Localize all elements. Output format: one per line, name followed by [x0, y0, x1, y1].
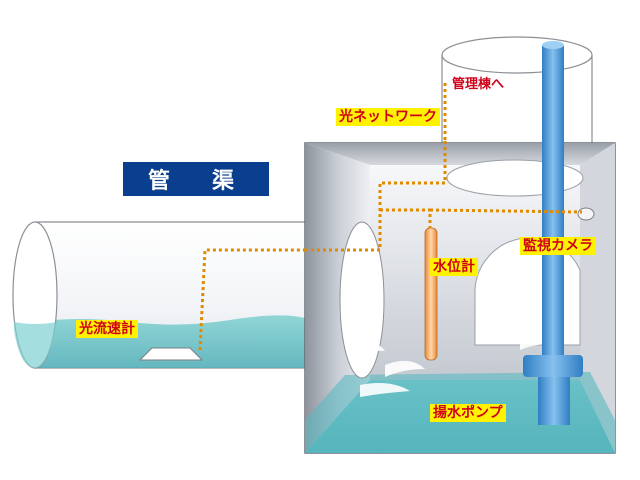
label-water-level-gauge: 水位計: [430, 258, 478, 276]
label-monitoring-camera: 監視カメラ: [520, 237, 596, 255]
sewer-pipe: [12, 221, 305, 369]
label-optical-network: 光ネットワーク: [336, 108, 440, 126]
optical-cable: [198, 80, 583, 351]
pump: [523, 41, 583, 425]
water-level-gauge-rod: [424, 227, 438, 361]
label-to-admin: 管理棟へ: [452, 77, 505, 92]
page-title: 管 渠: [123, 162, 269, 196]
label-pump: 揚水ポンプ: [430, 404, 506, 422]
admin-tower: [441, 36, 593, 149]
label-optical-flowmeter: 光流速計: [76, 320, 138, 338]
